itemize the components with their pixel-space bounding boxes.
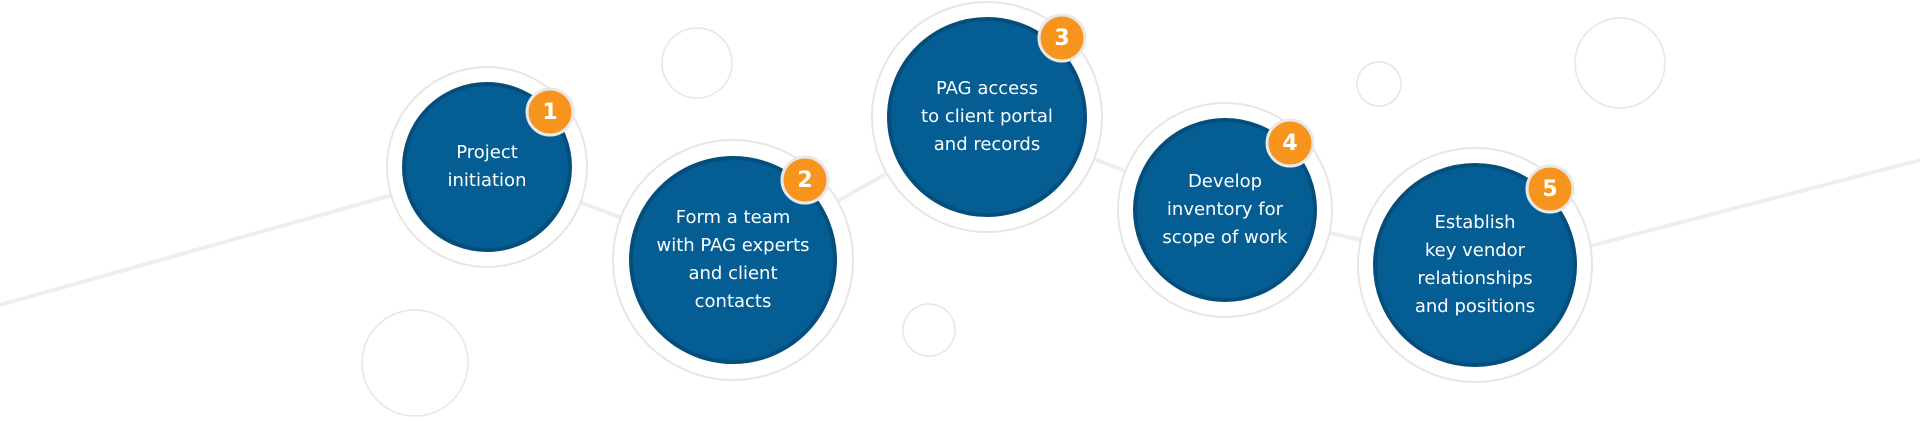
step-circle: [402, 82, 572, 252]
step-label-line: and client: [688, 263, 778, 284]
step-number: 2: [797, 167, 813, 193]
connector-line-4-5: [1329, 231, 1362, 242]
step-label-line: Project: [456, 142, 518, 163]
step-label-line: key vendor: [1424, 240, 1526, 261]
step-label: Develop inventory for scope of work: [1135, 120, 1315, 300]
step-number-badge: [1037, 13, 1087, 63]
step-label-line: Establish: [1434, 212, 1516, 233]
step-label: Project initiation: [404, 84, 570, 250]
step-label-line: Develop: [1187, 171, 1263, 192]
step-circle: [1133, 118, 1317, 302]
step-label-line: and records: [933, 134, 1041, 155]
step-label-line: Form a team: [675, 207, 791, 228]
step-label-line: inventory for: [1166, 199, 1284, 220]
step-number-badge: [1525, 164, 1575, 214]
step-4: [1117, 102, 1333, 318]
step-label-line: PAG access: [935, 78, 1038, 99]
step-2: [612, 139, 854, 381]
step-label-text: Develop inventory for scope of work: [1162, 168, 1287, 252]
step-label-text: PAG access to client portal and records: [921, 75, 1053, 159]
step-label-line: with PAG experts: [656, 235, 810, 256]
decorative-circle: [1356, 61, 1402, 107]
connector-line-2-3: [836, 171, 888, 203]
decorative-circle: [902, 303, 956, 357]
step-label-line: scope of work: [1162, 227, 1288, 248]
step-circle: [1373, 163, 1577, 367]
step-5: [1357, 147, 1593, 383]
step-number: 1: [542, 99, 558, 125]
step-circle: [887, 17, 1087, 217]
step-label: PAG access to client portal and records: [889, 19, 1085, 215]
step-number-badge: [525, 87, 575, 137]
step-label-text: Establish key vendor relationships and posi…: [1415, 209, 1535, 321]
step-label-line: to client portal: [921, 106, 1053, 127]
step-3: [871, 1, 1103, 233]
step-circle: [629, 156, 837, 364]
step-label-text: Project initiation: [448, 139, 527, 195]
step-label: Establish key vendor relationships and posi…: [1375, 165, 1575, 365]
step-label-line: contacts: [694, 291, 772, 312]
step-1: [386, 66, 588, 268]
step-label-line: and positions: [1414, 296, 1536, 317]
step-number: 4: [1282, 130, 1298, 156]
step-number-badge: [1265, 118, 1315, 168]
background-line-right: [1589, 158, 1920, 248]
step-label: Form a team with PAG experts and client con…: [631, 158, 835, 362]
connector-line-1-2: [579, 200, 622, 220]
decorative-circle: [661, 27, 733, 99]
connector-line-3-4: [1093, 156, 1127, 173]
background-line-left: [0, 193, 393, 307]
step-label-line: relationships: [1417, 268, 1533, 289]
step-label-text: Form a team with PAG experts and client con…: [656, 204, 809, 316]
step-number: 3: [1054, 25, 1070, 51]
decorative-circle: [361, 309, 469, 417]
decorative-circle: [1574, 17, 1666, 109]
step-label-line: initiation: [447, 170, 527, 191]
step-number: 5: [1542, 176, 1558, 202]
step-number-badge: [780, 155, 830, 205]
